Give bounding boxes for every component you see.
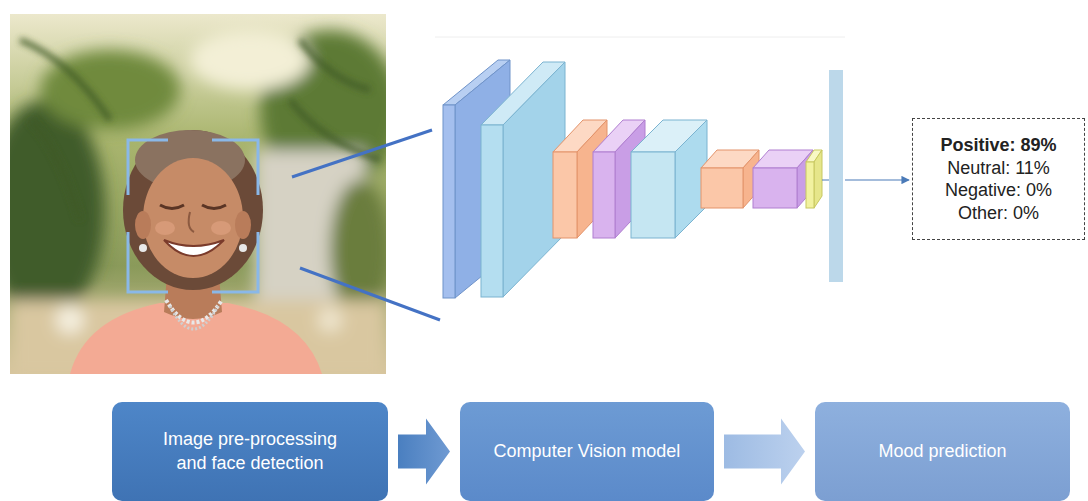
output-box: Positive: 89%Neutral: 11%Negative: 0%Oth…: [912, 118, 1085, 240]
score-line: Other: 0%: [958, 202, 1039, 225]
score-line: Neutral: 11%: [947, 157, 1050, 180]
step-label: Image pre-processing and face detection: [152, 428, 348, 475]
output-arrow: [845, 179, 909, 180]
face-bracket: [128, 140, 258, 292]
flow-arrow: [724, 419, 805, 485]
rule-line: [435, 37, 845, 38]
cnn-layers: [443, 60, 843, 298]
flow-arrow: [398, 419, 450, 485]
process-box: Computer Vision model: [460, 402, 714, 501]
score-line: Positive: 89%: [940, 134, 1056, 157]
score-line: Negative: 0%: [945, 179, 1052, 202]
portrait-photo: [10, 14, 386, 374]
step-label: Mood prediction: [878, 440, 1006, 463]
zoom-line: [292, 130, 440, 320]
step-label: Computer Vision model: [494, 440, 681, 463]
process-box: Image pre-processing and face detection: [112, 402, 388, 501]
process-box: Mood prediction: [815, 402, 1070, 501]
